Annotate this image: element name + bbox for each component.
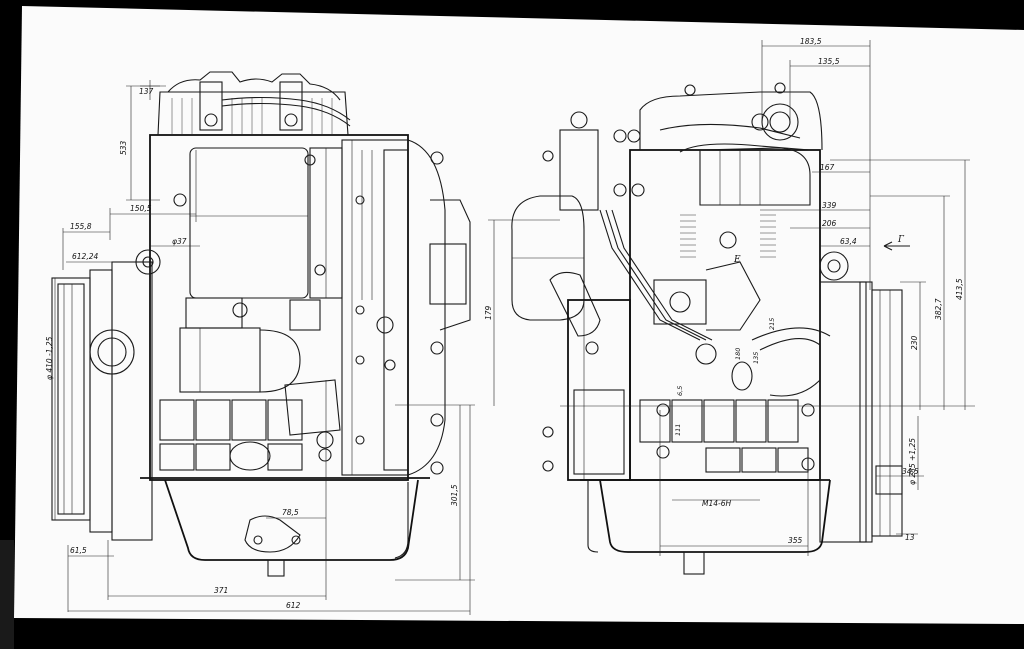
dim-612-24: 612,24 [72,252,98,261]
dim-382-7: 382,7 [934,298,943,320]
left-side-view: 137 533 150,5 155,8 φ37 612,24 φ 410 -1,… [45,71,475,615]
dim-phi410: φ 410 -1,25 [45,336,54,380]
right-front-view: 183,5 135,5 167 339 206 63,4 Г Е 413,5 3… [484,37,975,575]
dim-301-5: 301,5 [450,484,459,506]
dim-413-5: 413,5 [955,278,964,300]
dim-230: 230 [910,335,919,350]
dim-phi37: φ37 [172,237,187,246]
dim-13: 13 [905,533,915,542]
dim-206: 206 [822,219,837,228]
dim-150-5: 150,5 [130,204,152,213]
view-letter-e: Е [733,255,741,265]
dim-135: 135 [752,352,760,364]
dim-78-5: 78,5 [282,508,299,517]
paper-area [14,6,1024,624]
dim-215: 215 [768,318,776,330]
dim-371: 371 [214,586,228,595]
dim-63-4: 63,4 [840,237,857,246]
dim-533: 533 [119,140,128,155]
dim-167: 167 [820,163,835,172]
dim-6-5: 6,5 [676,386,684,396]
dim-355: 355 [788,536,803,545]
dim-61-5: 61,5 [70,546,87,555]
dim-179: 179 [484,305,493,320]
dim-155-8: 155,8 [70,222,92,231]
dim-612: 612 [286,601,301,610]
dim-183-5: 183,5 [800,37,822,46]
dim-111: 111 [674,424,682,436]
dim-180: 180 [734,348,742,360]
dim-339: 339 [822,201,837,210]
dim-34-5: 34,5 [902,467,919,476]
dim-135-5: 135,5 [818,57,840,66]
dim-m14: M14-6H [702,499,731,508]
dim-137: 137 [139,87,154,96]
dim-phi285: φ 285 +1,25 [908,438,917,485]
view-letter-g: Г [897,235,905,245]
